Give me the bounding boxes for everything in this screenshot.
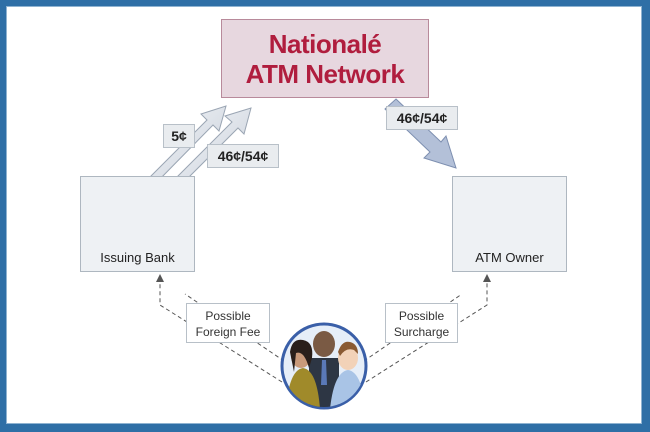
foreign-fee-line1: Possible bbox=[205, 309, 251, 323]
atm-owner-label: ATM Owner bbox=[475, 250, 544, 265]
fee-label-interchange-left: 46¢/54¢ bbox=[207, 144, 279, 168]
fee-label-5-cents: 5¢ bbox=[163, 124, 195, 148]
network-title-line2: ATM Network bbox=[245, 58, 405, 89]
possible-surcharge-box: Possible Surcharge bbox=[385, 303, 458, 343]
customers-group-icon bbox=[280, 322, 368, 410]
network-title-line1: Nationalé bbox=[268, 28, 382, 59]
dashed-arrow-customer-to-atm bbox=[365, 280, 488, 383]
issuing-bank-label: Issuing Bank bbox=[100, 250, 175, 265]
surcharge-line2: Surcharge bbox=[393, 325, 450, 339]
fee-label-interchange-right: 46¢/54¢ bbox=[386, 106, 458, 130]
dash-head-atm bbox=[483, 274, 491, 282]
atm-network-box: Nationalé ATM Network bbox=[221, 19, 429, 98]
surcharge-line1: Possible bbox=[398, 309, 445, 323]
dash-head-bank bbox=[156, 274, 164, 282]
issuing-bank-node: Issuing Bank bbox=[80, 176, 195, 272]
atm-owner-node: ATM Owner bbox=[452, 176, 567, 272]
possible-foreign-fee-box: Possible Foreign Fee bbox=[186, 303, 270, 343]
foreign-fee-line2: Foreign Fee bbox=[195, 325, 261, 339]
